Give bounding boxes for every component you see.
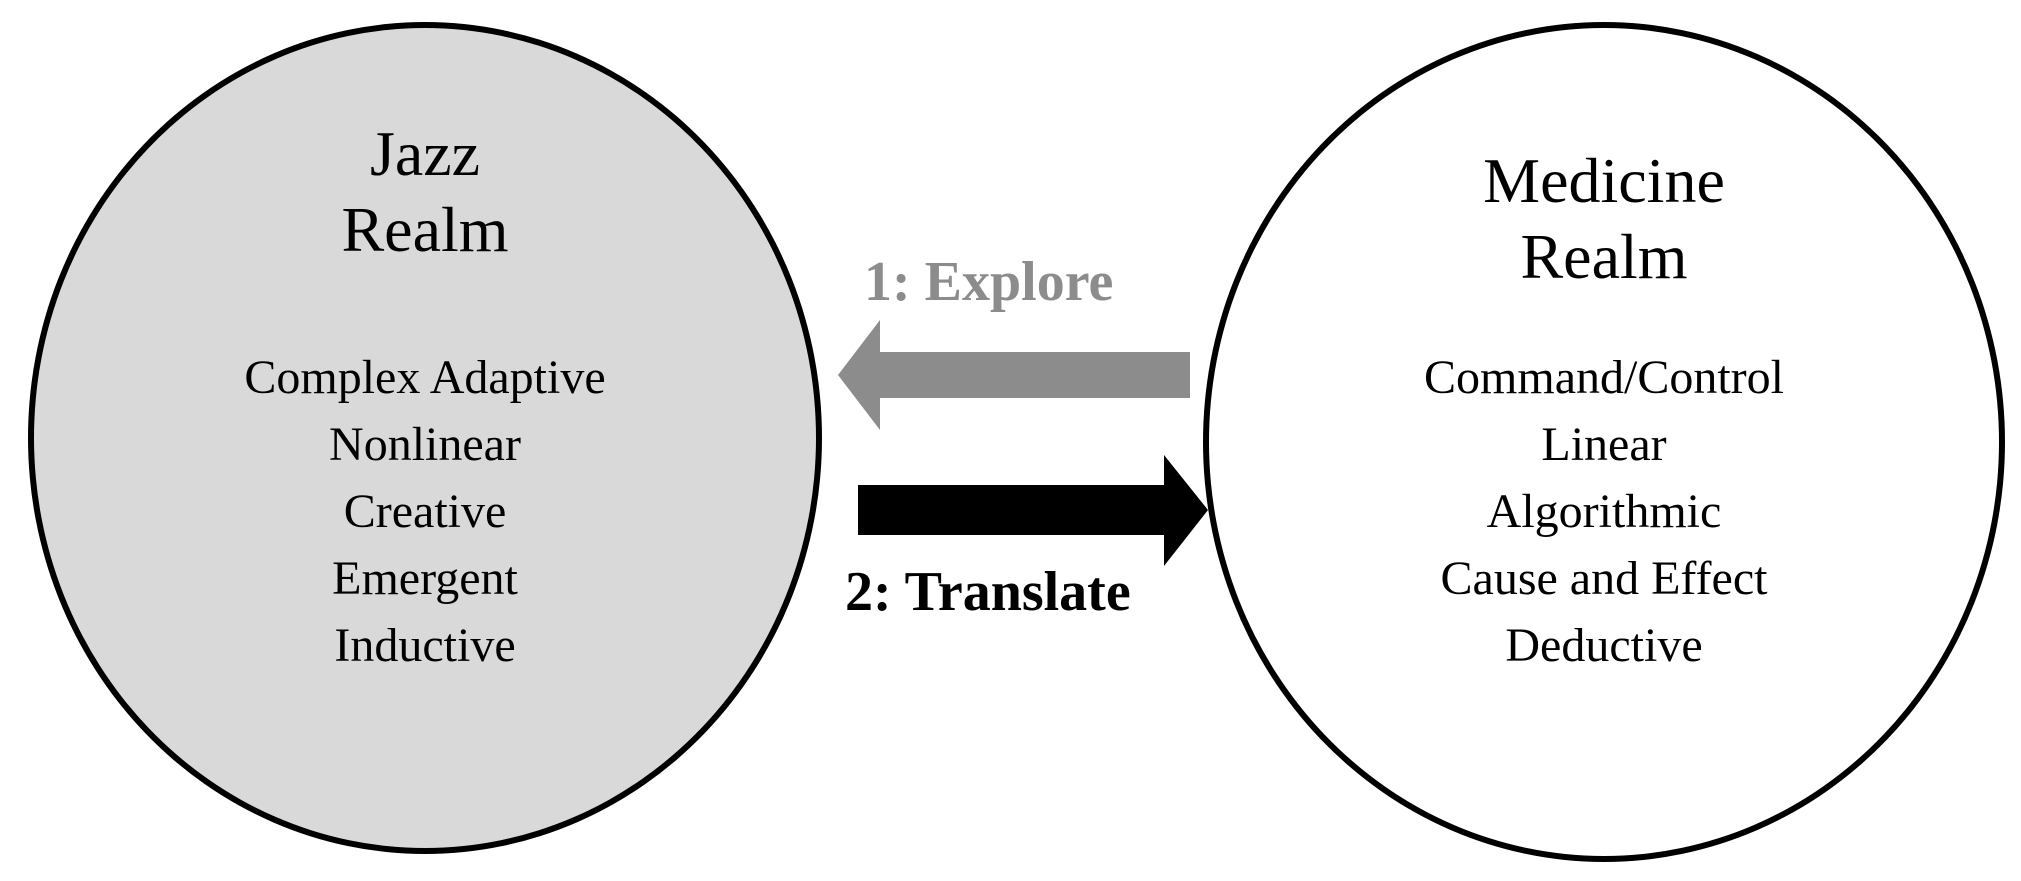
- jazz-trait: Nonlinear: [329, 418, 521, 471]
- medicine-realm-circle: Medicine Realm Command/Control Linear Al…: [1203, 22, 2005, 862]
- arrow-right-icon: [858, 455, 1208, 566]
- jazz-trait: Inductive: [334, 619, 516, 672]
- jazz-title-line1: Jazz: [369, 118, 481, 189]
- medicine-trait: Cause and Effect: [1440, 552, 1768, 605]
- medicine-realm-title: Medicine Realm: [1209, 143, 1999, 295]
- jazz-realm-circle: Jazz Realm Complex Adaptive Nonlinear Cr…: [28, 22, 822, 854]
- jazz-realm-title: Jazz Realm: [34, 116, 816, 268]
- medicine-trait: Deductive: [1505, 619, 1703, 672]
- medicine-trait: Command/Control: [1424, 351, 1784, 404]
- jazz-trait: Creative: [343, 485, 507, 538]
- medicine-trait: Algorithmic: [1486, 485, 1722, 538]
- translate-label: 2: Translate: [845, 561, 1131, 623]
- medicine-title-line1: Medicine: [1483, 145, 1725, 216]
- medicine-title-line2: Realm: [1520, 221, 1688, 292]
- jazz-title-line2: Realm: [341, 194, 509, 265]
- jazz-traits-list: Complex Adaptive Nonlinear Creative Emer…: [34, 344, 816, 679]
- jazz-trait: Complex Adaptive: [244, 351, 606, 404]
- jazz-trait: Emergent: [332, 552, 518, 605]
- arrow-left-icon: [838, 320, 1190, 430]
- medicine-trait: Linear: [1541, 418, 1667, 471]
- explore-label: 1: Explore: [864, 251, 1114, 313]
- medicine-traits-list: Command/Control Linear Algorithmic Cause…: [1209, 344, 1999, 679]
